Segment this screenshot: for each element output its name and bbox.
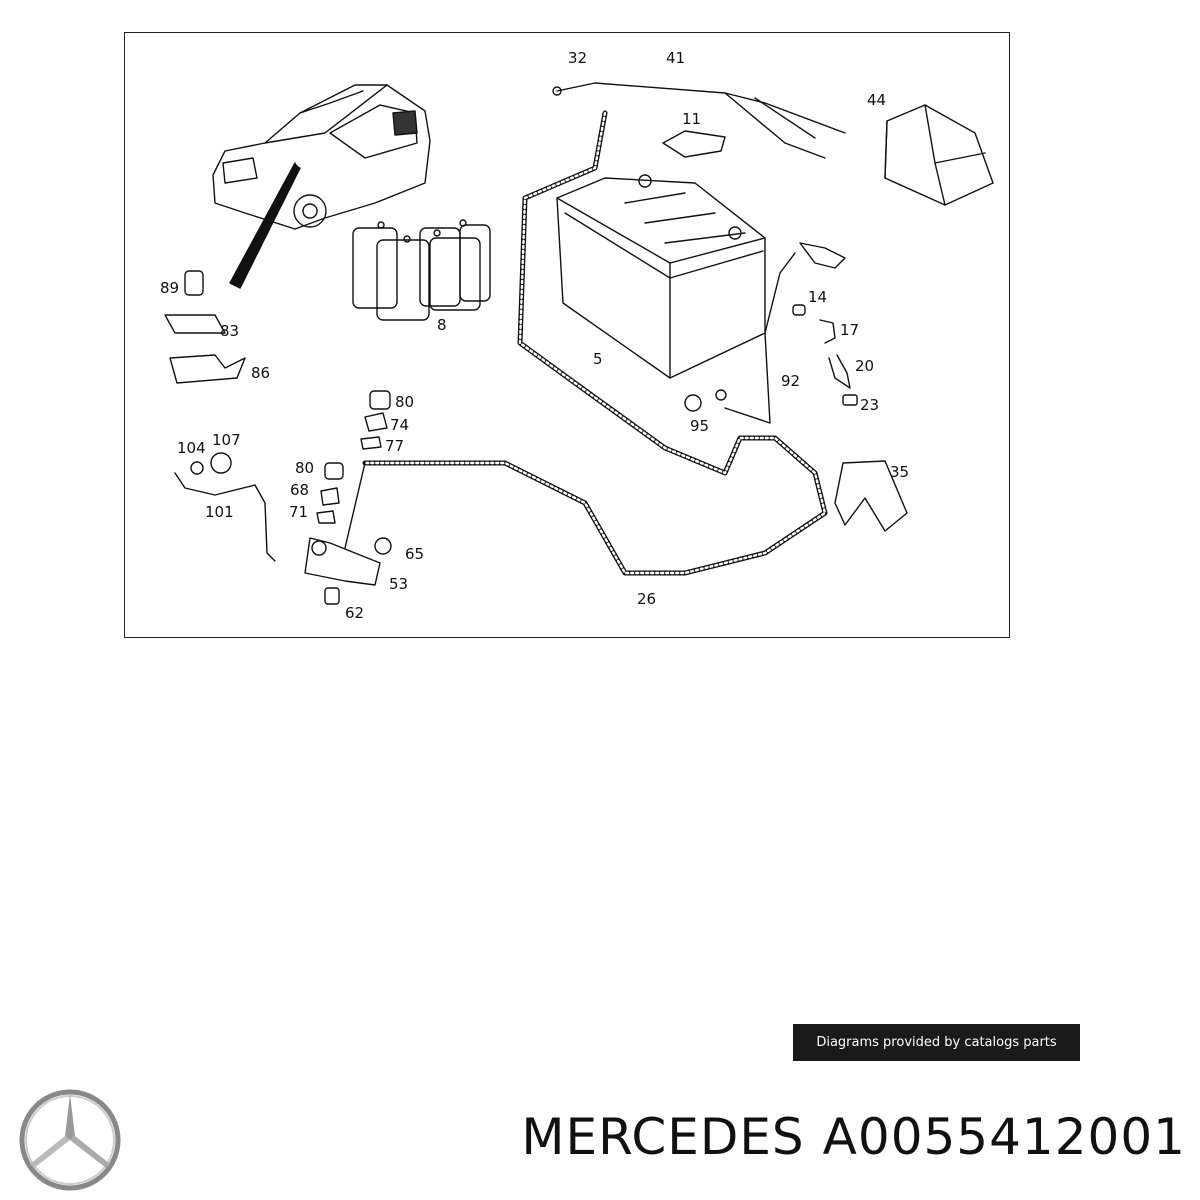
callout-101: 101 bbox=[205, 503, 234, 521]
callout-5: 5 bbox=[593, 350, 603, 368]
callout-80-top: 80 bbox=[395, 393, 414, 411]
product-title: MERCEDES A0055412001 bbox=[0, 1108, 1186, 1166]
brand-name: MERCEDES bbox=[521, 1108, 805, 1166]
parts-diagram: 32 41 44 11 89 83 86 8 5 14 17 20 92 23 … bbox=[160, 49, 994, 622]
callout-32: 32 bbox=[568, 49, 587, 67]
callout-8: 8 bbox=[437, 316, 447, 334]
parts-diagram-frame: 32 41 44 11 89 83 86 8 5 14 17 20 92 23 … bbox=[124, 32, 1010, 638]
callout-41: 41 bbox=[666, 49, 685, 67]
callout-80-mid: 80 bbox=[295, 459, 314, 477]
callout-14: 14 bbox=[808, 288, 827, 306]
diagram-credit-badge: Diagrams provided by catalogs parts bbox=[793, 1024, 1080, 1061]
callout-86: 86 bbox=[251, 364, 270, 382]
callout-26: 26 bbox=[637, 590, 656, 608]
callout-20: 20 bbox=[855, 357, 874, 375]
callout-53: 53 bbox=[389, 575, 408, 593]
callout-labels: 32 41 44 11 89 83 86 8 5 14 17 20 92 23 … bbox=[160, 49, 909, 622]
callout-92: 92 bbox=[781, 372, 800, 390]
callout-62: 62 bbox=[345, 604, 364, 622]
mercedes-star-icon bbox=[19, 1089, 121, 1191]
callout-68: 68 bbox=[290, 481, 309, 499]
callout-23: 23 bbox=[860, 396, 879, 414]
callout-74: 74 bbox=[390, 416, 409, 434]
callout-104: 104 bbox=[177, 439, 206, 457]
callout-65: 65 bbox=[405, 545, 424, 563]
callout-44: 44 bbox=[867, 91, 886, 109]
callout-95: 95 bbox=[690, 417, 709, 435]
main-battery bbox=[556, 174, 766, 379]
callout-107: 107 bbox=[212, 431, 241, 449]
battery-cell-group bbox=[352, 219, 491, 321]
fuse-box bbox=[884, 104, 994, 206]
car-illustration bbox=[212, 84, 431, 289]
callout-71: 71 bbox=[289, 503, 308, 521]
callout-77: 77 bbox=[385, 437, 404, 455]
callout-35: 35 bbox=[890, 463, 909, 481]
callout-11: 11 bbox=[682, 110, 701, 128]
callout-83: 83 bbox=[220, 322, 239, 340]
part-number: A0055412001 bbox=[822, 1108, 1186, 1166]
callout-17: 17 bbox=[840, 321, 859, 339]
callout-89: 89 bbox=[160, 279, 179, 297]
